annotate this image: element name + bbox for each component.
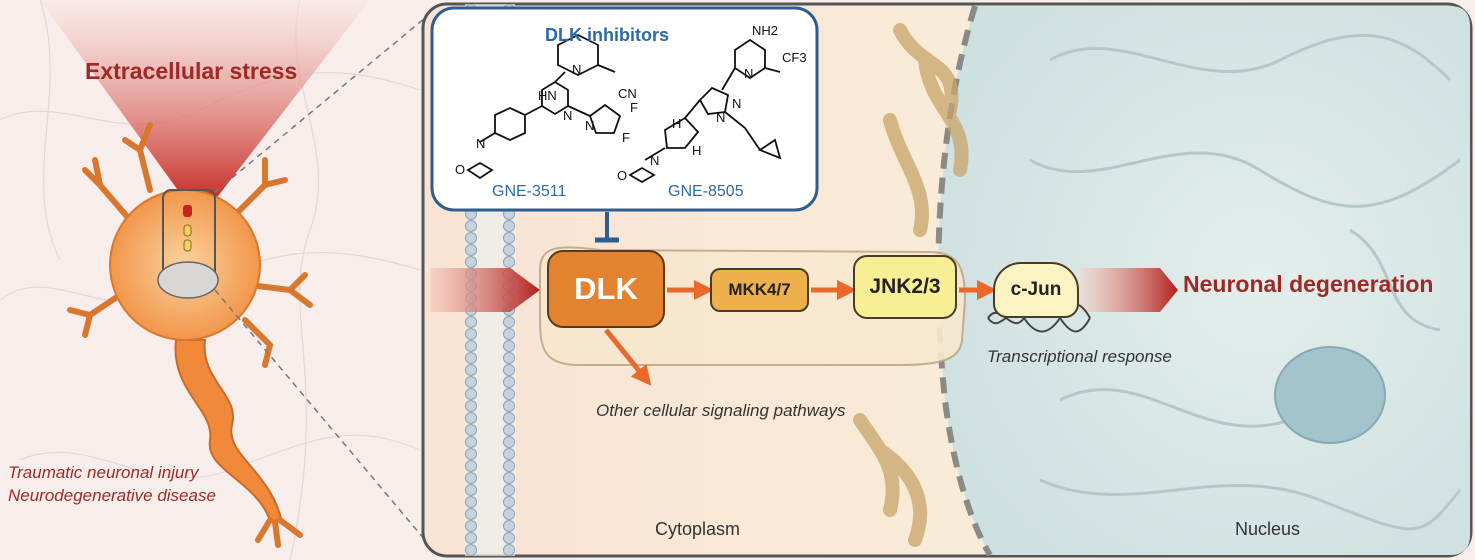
atom-label: F — [630, 100, 638, 115]
lipid-head — [465, 376, 477, 388]
lipid-head — [465, 508, 477, 520]
inhibitors-title: DLK inhibitors — [545, 25, 669, 45]
atom-label: N — [572, 62, 581, 77]
extracellular-stress-label: Extracellular stress — [85, 58, 298, 84]
chromatin — [1029, 33, 1462, 531]
atom-label: N — [585, 118, 594, 133]
lipid-head — [503, 424, 515, 436]
lipid-head — [465, 532, 477, 544]
lipid-head — [503, 496, 515, 508]
lipid-head — [465, 232, 477, 244]
lipid-head — [503, 256, 515, 268]
neuron-cell — [67, 122, 313, 548]
atom-label: N — [716, 110, 725, 125]
compound-gne-8505-label: GNE-8505 — [668, 183, 744, 200]
lipid-head — [503, 484, 515, 496]
lipid-head — [465, 400, 477, 412]
lipid-head — [465, 436, 477, 448]
node-dlk: DLK — [547, 250, 665, 328]
lipid-head — [503, 400, 515, 412]
lipid-head — [503, 508, 515, 520]
transcriptional-response-label: Transcriptional response — [987, 347, 1172, 366]
lipid-head — [465, 412, 477, 424]
inhibitor-box — [430, 6, 819, 212]
lipid-head — [465, 328, 477, 340]
lipid-head — [503, 436, 515, 448]
lipid-head — [503, 220, 515, 232]
lipid-head — [503, 376, 515, 388]
lipid-head — [465, 256, 477, 268]
compound-gne-3511-label: GNE-3511 — [492, 183, 567, 200]
atom-label: NH2 — [752, 23, 778, 38]
node-c-jun: c-Jun — [993, 262, 1079, 318]
pathway-arrows — [604, 280, 997, 386]
stress-input-arrow — [430, 268, 540, 312]
structure-gne-8505 — [628, 38, 782, 184]
atom-label: O — [617, 168, 627, 183]
lipid-head — [503, 364, 515, 376]
lipid-head — [503, 472, 515, 484]
lipid-head — [465, 460, 477, 472]
atom-label: H — [672, 116, 681, 131]
atom-label: CF3 — [782, 50, 807, 65]
lipid-head — [503, 388, 515, 400]
structure-gne-8505-labels: NH2 N CF3 N N H H N O — [617, 23, 807, 183]
lipid-head — [503, 316, 515, 328]
lipid-head — [503, 340, 515, 352]
cytoplasm-label: Cytoplasm — [655, 519, 741, 539]
structure-gne-3511 — [466, 33, 622, 180]
organelles — [853, 23, 969, 547]
lipid-head — [465, 388, 477, 400]
lipid-head — [465, 244, 477, 256]
side-branch-label: Other cellular signaling pathways — [596, 401, 846, 420]
lipid-head — [503, 352, 515, 364]
lipid-head — [465, 544, 477, 556]
nucleus-label: Nucleus — [1235, 519, 1301, 539]
atom-label: N — [650, 153, 659, 168]
lipid-head — [465, 352, 477, 364]
disease-label: Neurodegenerative disease — [8, 486, 216, 505]
lipid-head — [503, 232, 515, 244]
atom-label: N — [476, 136, 485, 151]
node-mkk4-7: MKK4/7 — [710, 268, 809, 312]
lipid-head — [465, 472, 477, 484]
atom-label: O — [455, 162, 465, 177]
lipid-head — [503, 520, 515, 532]
lipid-head — [465, 316, 477, 328]
lipid-head — [465, 496, 477, 508]
degeneration-output-arrow — [1080, 268, 1178, 312]
lipid-head — [503, 328, 515, 340]
structure-gne-3511-labels: HN N N CN N F F N O — [455, 62, 638, 177]
lipid-head — [465, 484, 477, 496]
lipid-head — [465, 520, 477, 532]
injury-label: Traumatic neuronal injury — [8, 463, 199, 482]
lipid-head — [503, 412, 515, 424]
neuronal-degeneration-label: Neuronal degeneration — [1183, 271, 1434, 297]
zoom-lines — [214, 17, 426, 541]
lipid-head — [503, 448, 515, 460]
atom-label: HN — [538, 88, 557, 103]
lipid-head — [465, 364, 477, 376]
lipid-head — [503, 544, 515, 556]
lipid-head — [465, 220, 477, 232]
atom-label: N — [732, 96, 741, 111]
lipid-head — [465, 448, 477, 460]
lipid-head — [503, 532, 515, 544]
atom-label: N — [563, 108, 572, 123]
node-jnk2-3: JNK2/3 — [853, 255, 957, 319]
atom-label: N — [744, 66, 753, 81]
stress-beam — [40, 0, 370, 200]
atom-label: F — [622, 130, 630, 145]
lipid-head — [503, 244, 515, 256]
atom-label: H — [692, 143, 701, 158]
lipid-head — [503, 460, 515, 472]
lipid-head — [465, 340, 477, 352]
atom-label: CN — [618, 86, 637, 101]
lipid-head — [465, 424, 477, 436]
nucleolus — [1274, 346, 1386, 444]
